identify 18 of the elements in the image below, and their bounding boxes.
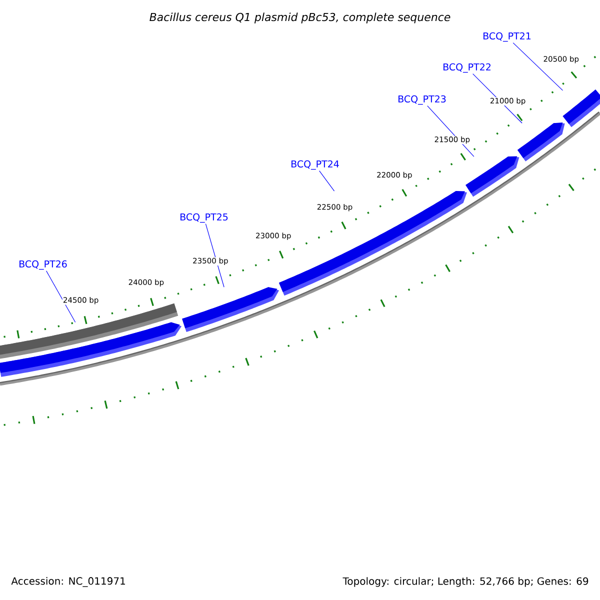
leader-line	[46, 270, 76, 323]
footer-text: Accession: NC_011971	[11, 577, 125, 587]
title: Bacillus cereus Q1 plasmid pBc53, complete sequence	[150, 12, 450, 24]
gene-block	[0, 322, 182, 377]
gene-label: BCQ_PT24	[292, 160, 339, 170]
gene-label: BCQ_PT23	[398, 95, 446, 105]
gene-label: BCQ_PT21	[484, 32, 531, 42]
gene-block	[278, 191, 467, 296]
gene-label: BCQ_PT26	[20, 260, 67, 270]
gene-block	[517, 122, 565, 162]
gene-label: BCQ_PT25	[180, 213, 228, 223]
gene-block	[562, 90, 600, 128]
leader-line	[512, 42, 564, 91]
gene-label: BCQ_PT22	[444, 63, 490, 73]
leader-line	[319, 170, 335, 192]
gene-block	[466, 156, 520, 197]
footer-text: Topology: circular; Length: 52,766 bp; Genes: 69	[342, 577, 588, 587]
gene-block	[182, 287, 280, 332]
